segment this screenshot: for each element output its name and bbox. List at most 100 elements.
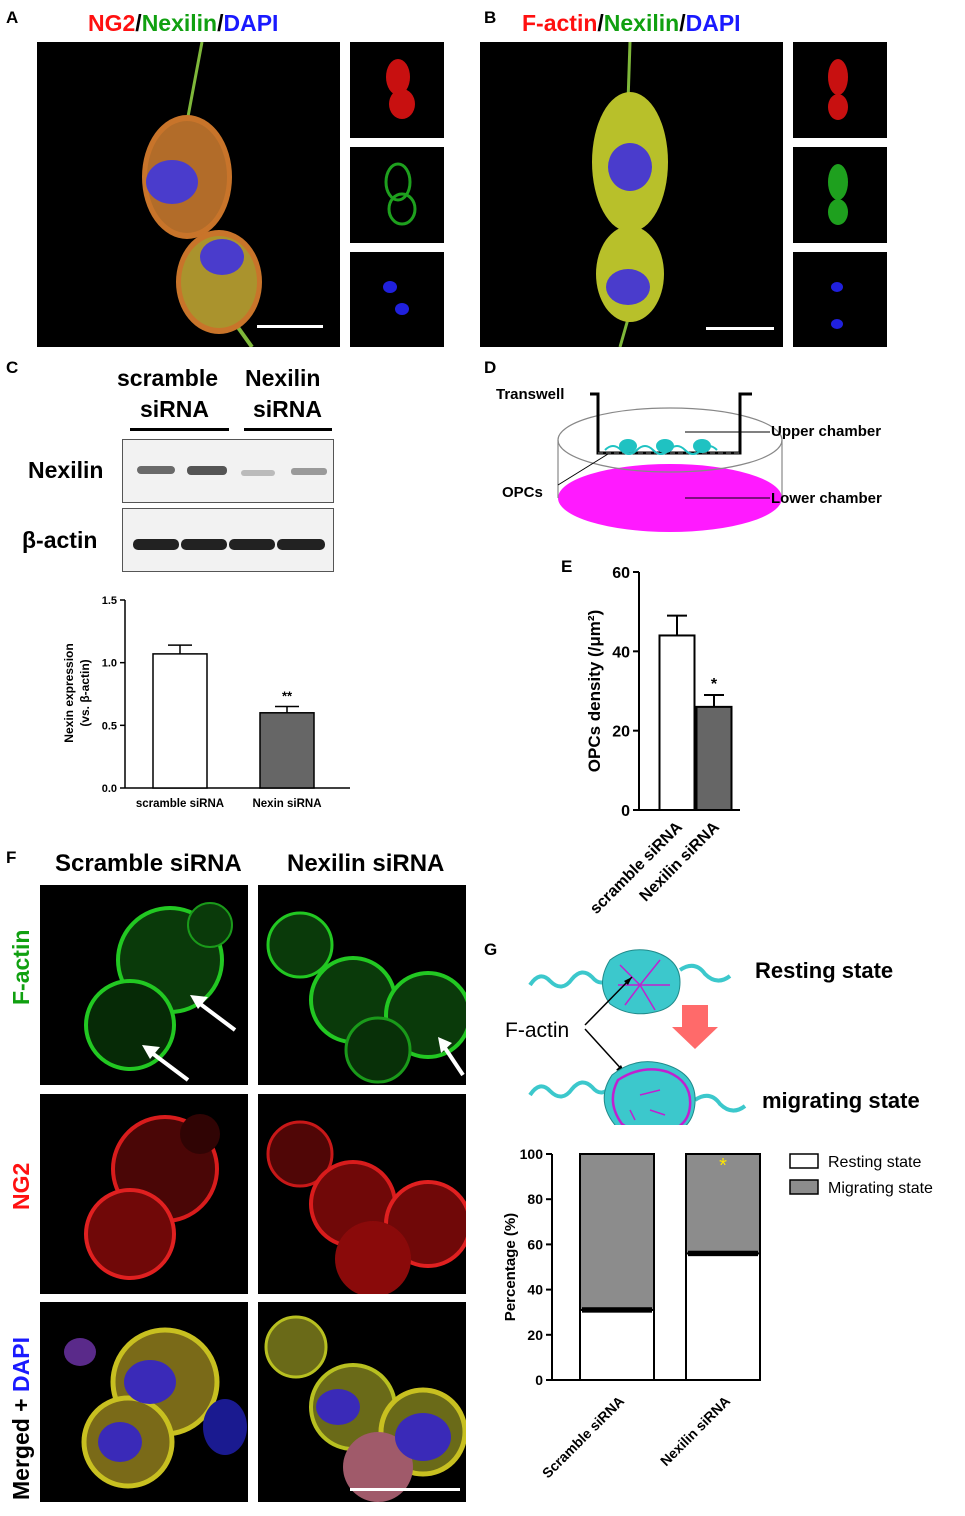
y-tick-label: 80 (527, 1191, 543, 1207)
label-transwell: Transwell (496, 386, 564, 403)
y-axis-label: Percentage (%) (502, 1213, 519, 1321)
row-label-ng2: NG2 (8, 1162, 34, 1210)
cell-image (142, 42, 262, 347)
title-sep: / (679, 10, 686, 36)
title-dapi: DAPI (223, 10, 279, 36)
bar (259, 712, 315, 789)
label-resting-state: Resting state (755, 958, 893, 983)
row-label-merged: Merged + DAPI (8, 1337, 35, 1500)
micrograph-b-blue (793, 252, 887, 347)
y-tick-label: 20 (612, 724, 630, 741)
panel-label-g: G (484, 940, 498, 959)
label-migrating-state: migrating state (762, 1088, 920, 1113)
micrograph-f-factin-scramble (40, 885, 248, 1085)
x-tick-label: Scramble siRNA (539, 1393, 627, 1481)
merged-text: Merged + (8, 1391, 34, 1500)
micrograph-a-blue (350, 252, 444, 347)
bar (695, 705, 733, 811)
error-band (688, 1250, 758, 1257)
y-tick-label: 1.5 (102, 595, 117, 607)
micrograph-b-green (793, 147, 887, 243)
y-tick-label: 0 (535, 1372, 543, 1388)
wb-group1-line2: siRNA (140, 396, 210, 422)
y-axis-label-2: (vs. β-actin) (78, 659, 92, 726)
wb-group1-line1: scramble (117, 365, 219, 391)
bar (152, 653, 208, 789)
y-tick-label: 40 (527, 1282, 543, 1298)
significance-mark: * (711, 676, 718, 693)
y-axis-label: Nexin expression (62, 643, 76, 742)
title-sep: / (597, 10, 604, 36)
y-tick-label: 60 (527, 1236, 543, 1252)
label-upper-chamber: Upper chamber (771, 423, 881, 440)
y-tick-label: 1.0 (102, 658, 117, 670)
col-title-scramble: Scramble siRNA (55, 850, 242, 877)
significance-mark: ** (282, 689, 293, 704)
legend-label: Resting state (828, 1154, 921, 1171)
bar (658, 634, 696, 812)
bar-segment (685, 1153, 761, 1255)
panel-label-a: A (6, 8, 19, 27)
lower-chamber-fill (558, 464, 782, 532)
title-dapi: DAPI (685, 10, 741, 36)
label-factin: F-actin (505, 1019, 569, 1042)
migrating-filaments (611, 1068, 692, 1125)
bar-segment (579, 1308, 655, 1381)
micrograph-f-merged-scramble (40, 1302, 248, 1502)
micrograph-a-green (350, 147, 444, 243)
opc-cells (604, 439, 718, 455)
panel-label-f: F (6, 848, 17, 867)
wb-row-bactin-label: β-actin (22, 527, 98, 553)
title-factin: F-actin (522, 10, 598, 36)
panel-label-c: C (6, 358, 19, 377)
y-tick-label: 100 (520, 1146, 544, 1162)
micrograph-a-merged (37, 42, 340, 347)
micrograph-f-factin-nexilin (258, 885, 466, 1085)
scale-bar (257, 325, 323, 328)
label-lower-chamber: Lower chamber (771, 490, 882, 507)
legend-swatch (789, 1153, 819, 1169)
micrograph-f-ng2-nexilin (258, 1094, 466, 1294)
micrograph-f-merged-nexilin (258, 1302, 466, 1502)
x-tick-label: Nexilin siRNA (657, 1393, 733, 1469)
y-axis-label: OPCs density (/μm²) (585, 610, 604, 772)
wb-blot-bactin (122, 508, 334, 572)
x-tick-label: scramble siRNA (136, 798, 224, 810)
y-tick-label: 20 (527, 1327, 543, 1343)
scale-bar (350, 1488, 460, 1491)
bar-segment (579, 1153, 655, 1311)
chart-c: 0.0 0.5 1.0 1.5 scramble siRNA ** Nexin siRNA N… (62, 595, 350, 810)
title-nexilin: Nexilin (141, 10, 218, 36)
panel-label-e: E (561, 557, 573, 576)
bar-segment (685, 1252, 761, 1381)
title-sep: / (217, 10, 224, 36)
dapi-text: DAPI (8, 1337, 34, 1392)
micrograph-f-ng2-scramble (40, 1094, 248, 1294)
col-title-nexilin: Nexilin siRNA (287, 850, 445, 877)
x-tick-label: Nexin siRNA (252, 798, 321, 810)
panel-a-title: NG2/Nexilin/DAPI (88, 10, 278, 37)
resting-filaments (618, 959, 670, 1011)
wb-row-nexilin-label: Nexilin (28, 457, 104, 483)
panel-label-b: B (484, 8, 497, 27)
wb-group1-underline (130, 428, 229, 431)
wb-group2-underline (244, 428, 332, 431)
panel-b-title: F-actin/Nexilin/DAPI (522, 10, 741, 37)
y-tick-label: 0.0 (102, 783, 117, 795)
y-tick-label: 60 (612, 565, 630, 582)
row-label-factin: F-actin (8, 929, 34, 1005)
wb-group2-line1: Nexilin (245, 365, 321, 391)
title-ng2: NG2 (88, 10, 136, 36)
transwell-diagram: Transwell Upper chamber OPCs Lower chamb… (496, 386, 882, 532)
micrograph-b-red (793, 42, 887, 138)
scale-bar (706, 327, 774, 330)
y-tick-label: 0 (621, 803, 630, 820)
cell-image (592, 42, 668, 347)
wb-group2-line2: siRNA (253, 396, 323, 422)
micrograph-b-merged (480, 42, 783, 347)
y-tick-label: 40 (612, 644, 630, 661)
legend-swatch (789, 1179, 819, 1195)
y-tick-label: 0.5 (102, 720, 117, 732)
panel-label-d: D (484, 358, 497, 377)
